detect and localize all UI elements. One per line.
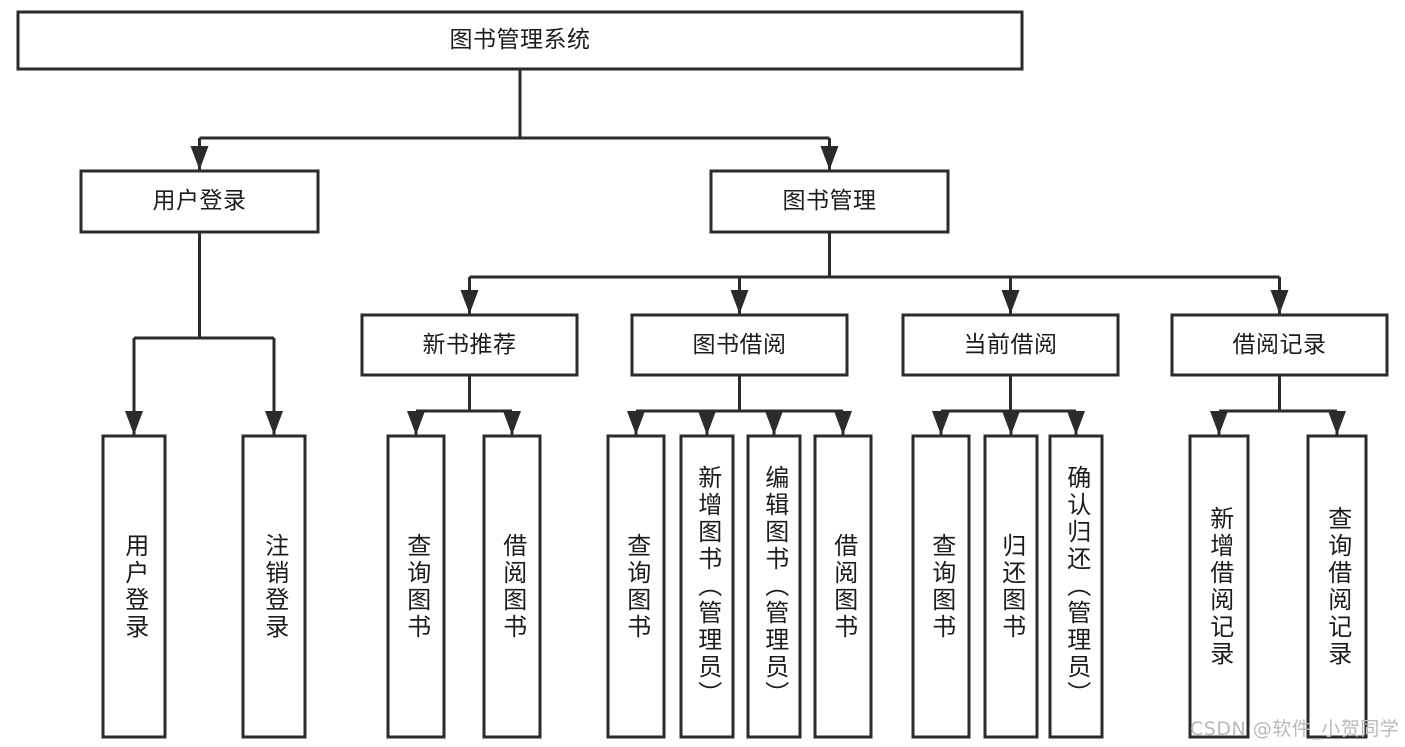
node-leaf-注销登录[interactable] [241, 434, 307, 739]
arrow-head-icon [1270, 290, 1289, 314]
arrow-head-icon [627, 411, 645, 435]
node-root-图书管理系统[interactable] [16, 10, 1024, 71]
node-level2-图书管理[interactable] [709, 169, 950, 234]
node-leaf-用户登录[interactable] [101, 434, 167, 739]
node-leaf-确认归还管理员[interactable] [1048, 434, 1104, 739]
arrow-head-icon [125, 411, 143, 435]
arrow-head-icon [190, 146, 209, 170]
node-leaf-查询图书[interactable] [606, 434, 666, 739]
node-leaf-编辑图书管理员[interactable] [746, 434, 802, 739]
node-leaf-新增借阅记录[interactable] [1188, 434, 1250, 739]
node-leaf-归还图书[interactable] [983, 434, 1039, 739]
arrow-head-icon [1001, 290, 1020, 314]
node-leaf-查询图书[interactable] [386, 434, 446, 739]
node-level3-借阅记录[interactable] [1170, 313, 1389, 377]
arrow-head-icon [730, 290, 749, 314]
node-level3-当前借阅[interactable] [901, 313, 1120, 377]
arrow-head-icon [932, 411, 950, 435]
node-leaf-查询图书[interactable] [911, 434, 971, 739]
arrow-head-icon [460, 290, 479, 314]
node-level3-新书推荐[interactable] [360, 313, 579, 377]
node-level3-图书借阅[interactable] [630, 313, 849, 377]
node-leaf-借阅图书[interactable] [482, 434, 542, 739]
node-leaf-新增图书管理员[interactable] [679, 434, 735, 739]
arrow-head-icon [765, 411, 783, 435]
arrow-head-icon [1328, 411, 1346, 435]
arrow-head-icon [265, 411, 283, 435]
arrow-head-icon [698, 411, 716, 435]
arrow-head-icon [820, 146, 839, 170]
arrow-head-icon [834, 411, 852, 435]
arrow-head-icon [1210, 411, 1228, 435]
node-leaf-查询借阅记录[interactable] [1306, 434, 1368, 739]
csdn-watermark: CSDN @软件_小贺同学 [1190, 718, 1400, 740]
arrow-head-icon [503, 411, 521, 435]
node-level2-用户登录[interactable] [79, 169, 320, 234]
arrow-head-icon [1067, 411, 1085, 435]
arrow-head-icon [407, 411, 425, 435]
arrow-head-icon [1002, 411, 1020, 435]
node-leaf-借阅图书[interactable] [813, 434, 873, 739]
